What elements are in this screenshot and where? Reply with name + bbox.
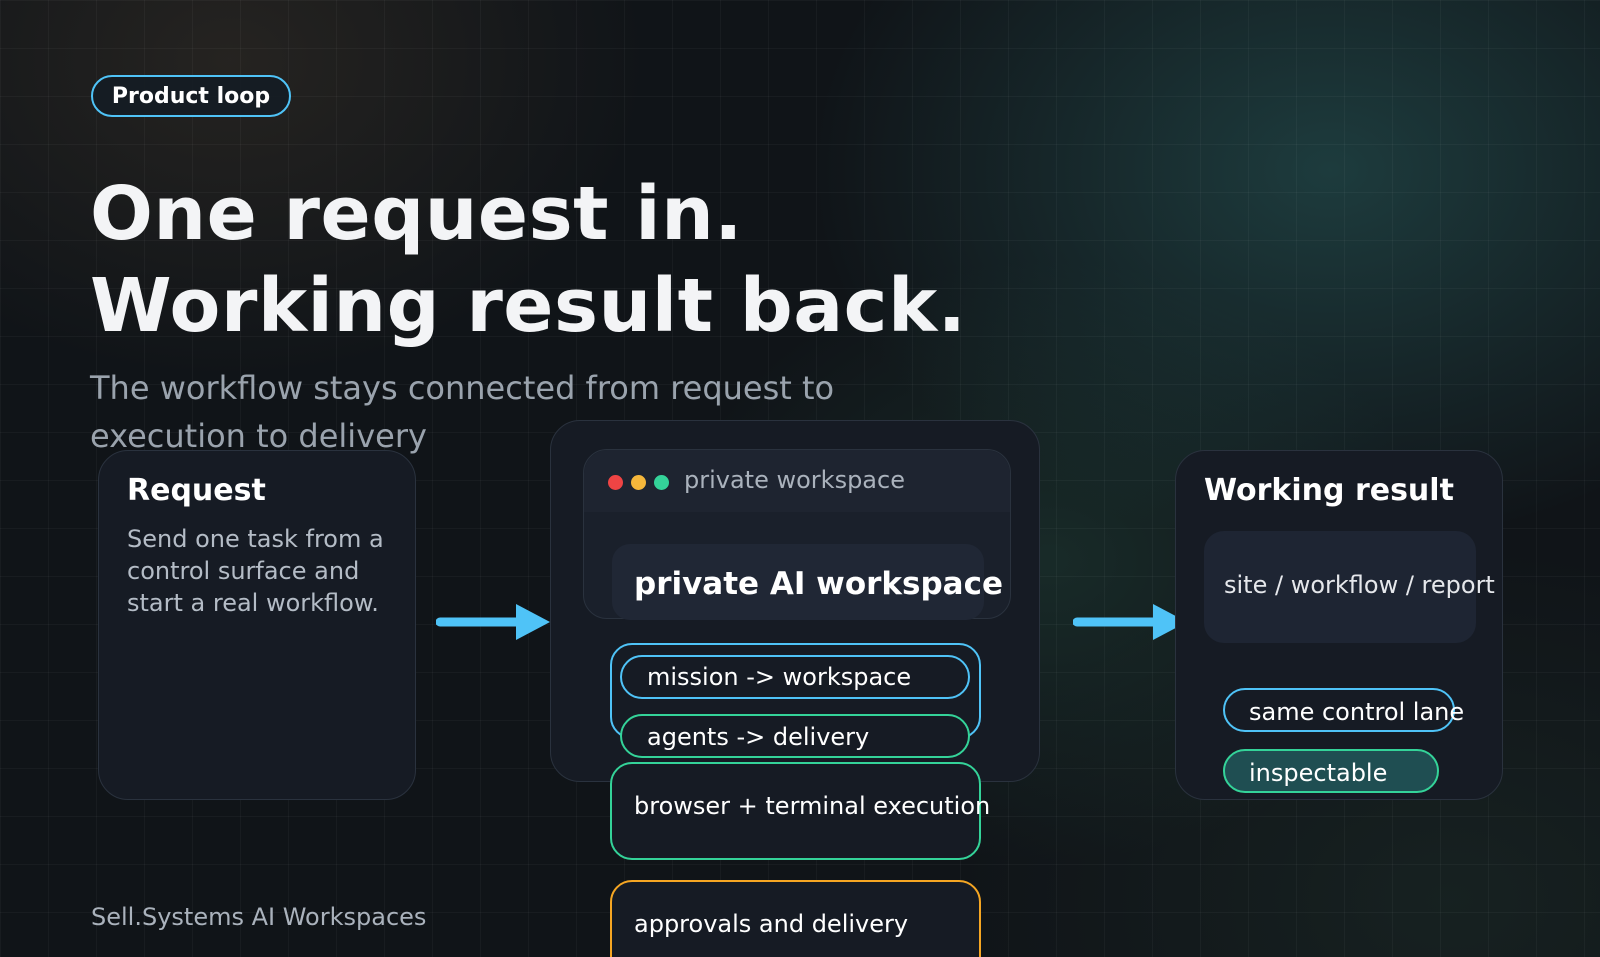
footer-brand: Sell.Systems AI Workspaces [91, 903, 427, 931]
result-card: Working result site / workflow / report [1175, 450, 1503, 800]
tag-inspectable: inspectable [1223, 749, 1439, 793]
subheading: The workflow stays connected from reques… [90, 369, 835, 455]
window-maximize-dot-icon [654, 475, 669, 490]
request-card: Request Send one task from a control sur… [98, 450, 416, 800]
result-output-label: site / workflow / report [1224, 571, 1495, 599]
step-mission-workspace: mission -> workspace [620, 655, 970, 699]
step-browser-terminal: browser + terminal execution [610, 762, 990, 860]
headline-line-1: One request in. [90, 171, 743, 257]
arrow-right-icon [1073, 604, 1187, 640]
arrow-right-icon [436, 604, 550, 640]
workspace-window-title: private workspace [684, 466, 905, 494]
workspace-window: private workspace private AI workspace [583, 449, 1011, 620]
result-card-title: Working result [1204, 473, 1454, 508]
workspace-inner-panel: private AI workspace [612, 544, 1003, 620]
window-close-dot-icon [608, 475, 623, 490]
step-agents-delivery: agents -> delivery [620, 714, 970, 758]
headline-line-2: Working result back. [90, 263, 967, 349]
workspace-inner-label: private AI workspace [634, 566, 1003, 602]
workspace-titlebar: private workspace [584, 450, 1010, 512]
tag-same-control-lane: same control lane [1223, 688, 1464, 732]
request-card-title: Request [127, 473, 266, 508]
request-card-body: Send one task from a control surface and… [127, 525, 384, 617]
step-approvals-delivery: approvals and delivery [610, 880, 981, 957]
window-minimize-dot-icon [631, 475, 646, 490]
headline: One request in. Working result back. [90, 168, 966, 352]
result-output-box: site / workflow / report [1204, 531, 1495, 643]
section-badge: Product loop [91, 75, 291, 117]
